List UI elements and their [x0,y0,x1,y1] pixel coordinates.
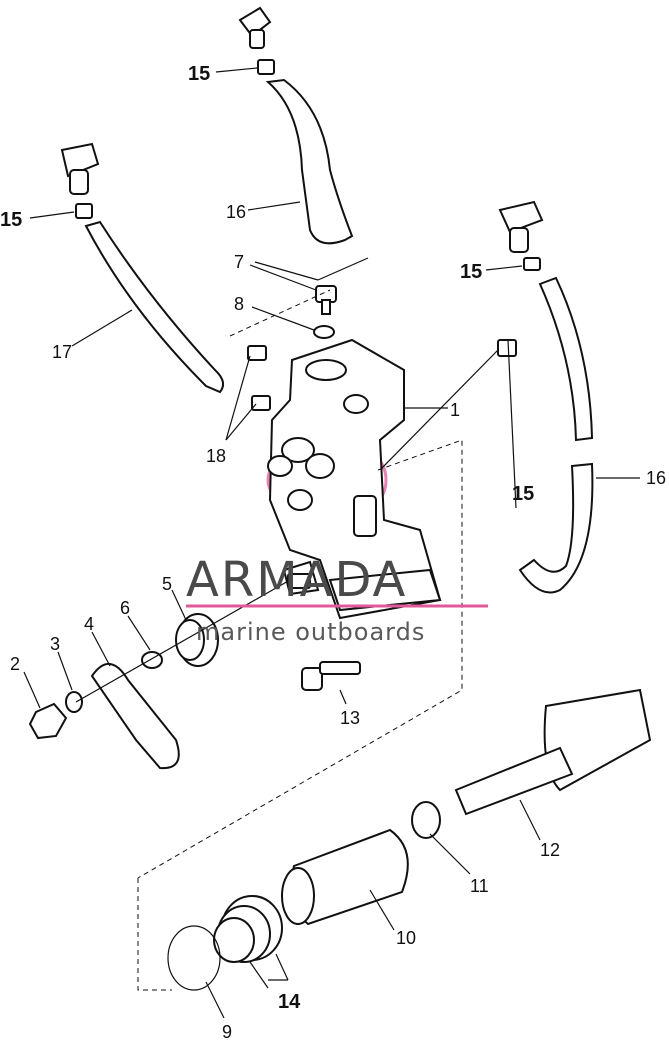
mounting-bolt [301,661,361,705]
label-1: 1 [450,400,460,420]
bushing-seal-snapring [137,828,409,1019]
hose-clips-18 [225,345,271,441]
label-16-right: 16 [646,468,666,488]
label-13: 13 [340,708,360,728]
label-7: 7 [234,252,244,272]
label-15-right-upper: 15 [460,261,482,283]
label-8: 8 [234,294,244,314]
label-11: 11 [470,876,489,896]
label-9: 9 [222,1022,232,1042]
label-2: 2 [10,654,20,674]
upper-center-hose-assembly [215,6,369,281]
label-14: 14 [278,991,301,1013]
oil-pump-body [137,338,463,879]
watermark-brand: ARMADA [186,552,407,608]
label-10: 10 [396,928,416,948]
label-15-top: 15 [188,63,210,85]
label-6: 6 [120,598,130,618]
right-upper-hose-assembly [485,200,594,442]
driven-gear-shaft [411,688,652,875]
label-16-top: 16 [226,202,246,222]
watermark-tagline: marine outboards [196,618,425,646]
label-4: 4 [84,614,94,634]
lever-and-spring-assembly [23,573,311,770]
bolt-and-washer [229,264,337,339]
label-15-left: 15 [0,209,22,231]
label-18: 18 [206,446,226,466]
label-3: 3 [50,634,60,654]
label-12: 12 [540,840,560,860]
label-17: 17 [52,342,72,362]
label-5: 5 [162,574,172,594]
left-hose-assembly [29,142,225,394]
label-15-right-lower: 15 [512,483,534,505]
right-lower-hose-assembly [379,339,640,594]
